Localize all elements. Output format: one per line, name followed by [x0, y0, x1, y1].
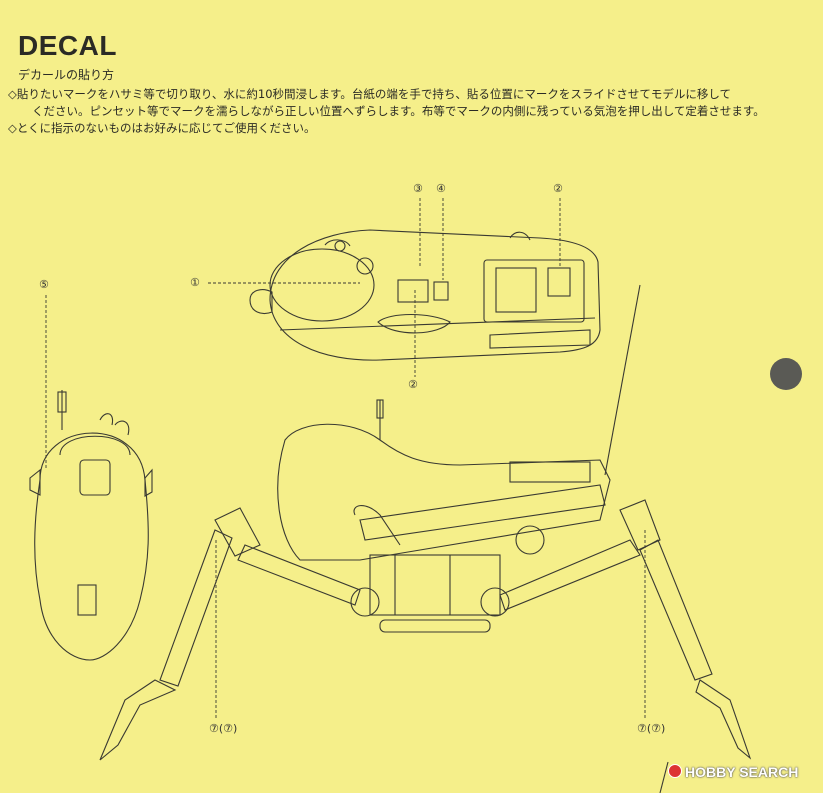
- callout-3: ③: [413, 182, 423, 195]
- callout-2-top: ②: [553, 182, 563, 195]
- instruction-line-2: ください。ピンセット等でマークを濡らしながら正しい位置へずらします。布等でマーク…: [32, 104, 765, 118]
- instruction-line-1: ◇貼りたいマークをハサミ等で切り取り、水に約10秒間浸します。台紙の端を手で持ち…: [8, 87, 732, 101]
- side-view-drawing: [99, 399, 752, 761]
- callout-1: ①: [190, 276, 200, 289]
- instructions: ◇貼りたいマークをハサミ等で切り取り、水に約10秒間浸します。台紙の端を手で持ち…: [8, 86, 808, 137]
- page-title: DECAL: [18, 30, 117, 61]
- watermark: HOBBY SEARCH: [668, 764, 798, 780]
- gray-dot-marker: [770, 358, 802, 390]
- hobby-search-logo-icon: [668, 764, 682, 778]
- page-subtitle: デカールの貼り方: [18, 68, 115, 82]
- callout-7-left: ⑦(⑦): [209, 722, 238, 735]
- callout-4: ④: [436, 182, 446, 195]
- front-view-drawing: [29, 390, 153, 661]
- callout-5: ⑤: [39, 278, 49, 291]
- instruction-line-3: ◇とくに指示のないものはお好みに応じてご使用ください。: [8, 121, 316, 135]
- callout-7-right: ⑦(⑦): [637, 722, 666, 735]
- callout-2-bottom: ②: [408, 378, 418, 391]
- top-view-drawing: [249, 229, 601, 361]
